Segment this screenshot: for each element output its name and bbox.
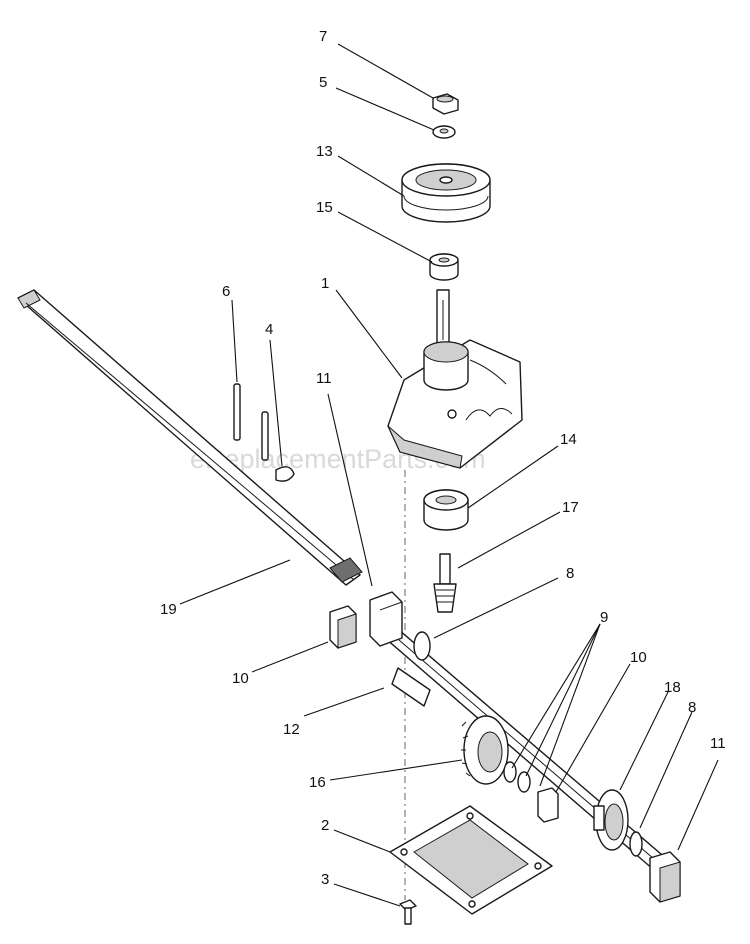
callout-9: 9 — [600, 609, 608, 626]
bolt — [399, 899, 417, 925]
callout-18: 18 — [664, 679, 681, 696]
callout-11-lower: 11 — [710, 735, 726, 752]
axle-shaft — [17, 289, 363, 586]
bushing-right — [649, 851, 681, 903]
pulley — [401, 163, 491, 223]
washer-thrust-lower — [629, 831, 643, 857]
callout-14: 14 — [560, 431, 577, 448]
callout-4: 4 — [265, 321, 273, 338]
callout-8-upper: 8 — [566, 565, 574, 582]
callout-10-right: 10 — [630, 649, 647, 666]
callout-5: 5 — [319, 74, 327, 91]
callout-19: 19 — [160, 601, 177, 618]
callout-16: 16 — [309, 774, 326, 791]
callout-17: 17 — [562, 499, 579, 516]
input-shaft — [436, 289, 450, 347]
callout-7: 7 — [319, 28, 327, 45]
washer-9b — [517, 771, 531, 793]
bushing-left-lower — [329, 605, 357, 649]
callout-labels: 7 5 13 15 1 6 4 11 14 17 8 19 10 9 10 18… — [160, 28, 726, 888]
callout-13: 13 — [316, 143, 333, 160]
worm-shaft — [433, 553, 457, 613]
hex-nut — [432, 93, 459, 115]
callout-2: 2 — [321, 817, 329, 834]
callout-8-lower: 8 — [688, 699, 696, 716]
cover-plate — [389, 805, 553, 915]
bushing-right-small — [537, 787, 559, 823]
callout-3: 3 — [321, 871, 329, 888]
leader-lines — [179, 43, 719, 907]
roll-pins — [233, 383, 269, 461]
spacer — [429, 253, 459, 281]
callout-6: 6 — [222, 283, 230, 300]
worm-gear — [461, 715, 509, 785]
callout-10-left: 10 — [232, 670, 249, 687]
callout-11-upper: 11 — [316, 370, 332, 387]
drive-gear — [593, 789, 629, 851]
callout-12: 12 — [283, 721, 300, 738]
bearing — [423, 489, 469, 531]
callout-15: 15 — [316, 199, 333, 216]
washer-top — [432, 125, 456, 139]
bushing-left — [369, 591, 403, 647]
washer-thrust-upper — [413, 631, 431, 661]
gearbox-housing — [387, 339, 523, 469]
shaft-key — [391, 667, 431, 707]
callout-1: 1 — [321, 275, 329, 292]
retaining-clip — [275, 466, 295, 482]
